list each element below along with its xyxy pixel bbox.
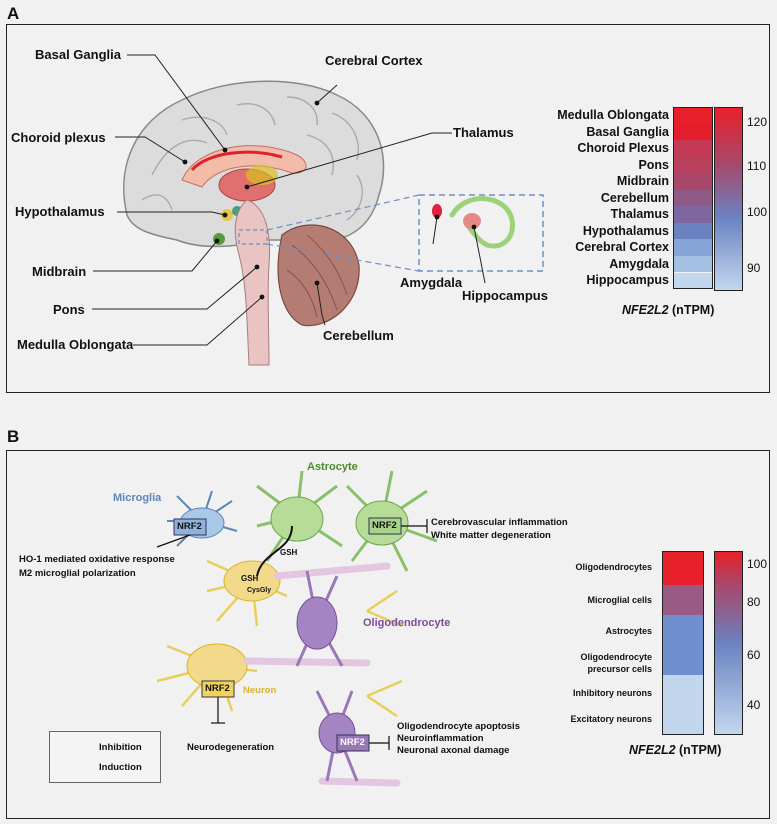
- heatmap-a-cell: [673, 123, 713, 141]
- text-oligo-1: Oligodendrocyte apoptosis: [397, 721, 520, 732]
- heatmap-a-cell: [673, 189, 713, 207]
- cell-illustration: [61, 470, 438, 787]
- legend-inhibition: Inhibition: [99, 742, 142, 753]
- label-microglia: Microglia: [113, 492, 162, 504]
- label-thalamus: Thalamus: [453, 125, 514, 140]
- heatmap-a-cell: [673, 272, 713, 290]
- heatmap-a-row-label: Midbrain: [616, 174, 669, 189]
- axons: [243, 562, 401, 787]
- heatmap-a-row-label: Amygdala: [609, 256, 669, 271]
- text-astro-2: White matter degeneration: [431, 530, 551, 541]
- heatmap-a-cell: [673, 173, 713, 190]
- label-oligodendrocyte: Oligodendrocyte: [363, 617, 451, 629]
- cerebellum-shape: [277, 224, 360, 327]
- heatmap-b-tick: 80: [747, 595, 761, 609]
- label-choroid-plexus: Choroid plexus: [11, 130, 106, 145]
- leader-lines: [92, 54, 486, 346]
- heatmap-b-tick: 60: [747, 648, 761, 662]
- panel-a: Basal Ganglia Cerebral Cortex Choroid pl…: [6, 24, 770, 393]
- text-oligo-2: Neuroinflammation: [397, 733, 484, 744]
- label-medulla: Medulla Oblongata: [17, 337, 134, 352]
- label-basal-ganglia: Basal Ganglia: [35, 47, 121, 62]
- nrf2-neuron: NRF2: [205, 683, 230, 694]
- heatmap-a-tick: 90: [747, 261, 761, 275]
- heatmap-b-unit: (nTPM): [675, 743, 722, 757]
- heatmap-b-row-label: Astrocytes: [605, 626, 652, 636]
- heatmap-b-tick: 40: [747, 698, 761, 712]
- heatmap-b-row-label: Excitatory neurons: [570, 714, 652, 724]
- label-cerebellum: Cerebellum: [323, 328, 394, 343]
- label-midbrain: Midbrain: [32, 264, 87, 279]
- oligodendrocyte-cells: [295, 570, 359, 782]
- text-microglia-1: HO-1 mediated oxidative response: [19, 554, 175, 565]
- heatmap-a-cell: [673, 156, 713, 174]
- brainstem-shape: [234, 199, 271, 366]
- heatmap-b-tick: 100: [747, 557, 768, 571]
- heatmap-a-row-label: Choroid Plexus: [577, 141, 669, 156]
- heatmap-b-row-label: Microglial cells: [587, 595, 652, 605]
- heatmap-a-cell: [673, 140, 713, 157]
- heatmap-a-cell: [673, 255, 713, 273]
- label-gsh-astro: GSH: [280, 548, 298, 557]
- zoom-source-box: [238, 229, 268, 245]
- heatmap-b-cells: [662, 551, 704, 735]
- heatmap-b-row-label: Oligodendrocytes: [575, 562, 652, 572]
- text-astro-1: Cerebrovascular inflammation: [431, 517, 568, 528]
- astrocyte-cells: [256, 470, 438, 572]
- label-pons: Pons: [53, 302, 85, 317]
- text-oligo-3: Neuronal axonal damage: [397, 745, 510, 756]
- heatmap-a-cell: [673, 239, 713, 256]
- brain-illustration: [92, 54, 544, 366]
- label-gsh-neuron: GSH: [241, 574, 259, 583]
- label-astrocyte: Astrocyte: [307, 461, 358, 473]
- panel-a-letter: A: [7, 4, 20, 23]
- label-amygdala: Amygdala: [400, 275, 463, 290]
- panel-b: Astrocyte Microglia Oligodendrocyte Neur…: [6, 450, 770, 819]
- legend-induction: Induction: [99, 762, 142, 773]
- heatmap-a-row-label: Hypothalamus: [582, 223, 669, 238]
- heatmap-a-row-label: Thalamus: [610, 207, 669, 222]
- label-cerebral-cortex: Cerebral Cortex: [325, 53, 423, 68]
- text-neuron-1: Neurodegeneration: [187, 742, 275, 753]
- heatmap-a-unit: (nTPM): [668, 303, 715, 317]
- hippocampus-shape: [449, 196, 516, 249]
- heatmap-a-scale-title: NFE2L2 (nTPM): [622, 303, 714, 317]
- heatmap-a-tick: 110: [747, 159, 767, 173]
- heatmap-a-gene: NFE2L2: [622, 303, 669, 317]
- heatmap-a-tick: 100: [747, 205, 768, 219]
- heatmap-a-frame: [673, 107, 713, 290]
- heatmap-a-row-label: Cerebellum: [600, 190, 669, 205]
- heatmap-a-row-label: Medulla Oblongata: [557, 108, 669, 122]
- heatmap-a-row-label: Cerebral Cortex: [575, 240, 669, 255]
- label-hypothalamus: Hypothalamus: [15, 204, 105, 219]
- nrf2-astrocyte: NRF2: [372, 520, 397, 531]
- heatmap-a-cell: [673, 107, 713, 124]
- panel-b-letter: B: [7, 427, 20, 446]
- heatmap-a-row-label: Hippocampus: [586, 273, 669, 288]
- heatmap-b-gene: NFE2L2: [629, 743, 676, 757]
- heatmap-a-cell: [673, 222, 713, 240]
- heatmap-a-tick: 120: [747, 115, 768, 129]
- heatmap-a-cell: [673, 206, 713, 223]
- heatmap-b-row-label: Oligodendrocyte precursor cells: [580, 652, 652, 674]
- nrf2-oligodendrocyte: NRF2: [340, 737, 365, 748]
- heatmap-b-scale-title: NFE2L2 (nTPM): [629, 743, 721, 757]
- heatmap-b-colorbar: [714, 551, 743, 735]
- label-hippocampus: Hippocampus: [462, 288, 548, 303]
- zoom-box: [418, 194, 544, 272]
- heatmap-a-colorbar: [714, 107, 743, 291]
- heatmap-b-row-label: Inhibitory neurons: [572, 688, 652, 698]
- gsh-link: [256, 525, 293, 577]
- choroid-plexus-shape: [190, 150, 283, 172]
- nrf2-microglia: NRF2: [177, 521, 202, 532]
- label-cysgly: CysGly: [247, 587, 272, 594]
- text-microglia-2: M2 microglial polarization: [19, 568, 136, 579]
- amygdala-shape: [432, 204, 442, 218]
- heatmap-a-row-label: Pons: [638, 157, 669, 172]
- heatmap-a-row-label: Basal Ganglia: [586, 124, 669, 139]
- legend-box: [49, 731, 161, 783]
- label-neuron: Neuron: [243, 685, 277, 696]
